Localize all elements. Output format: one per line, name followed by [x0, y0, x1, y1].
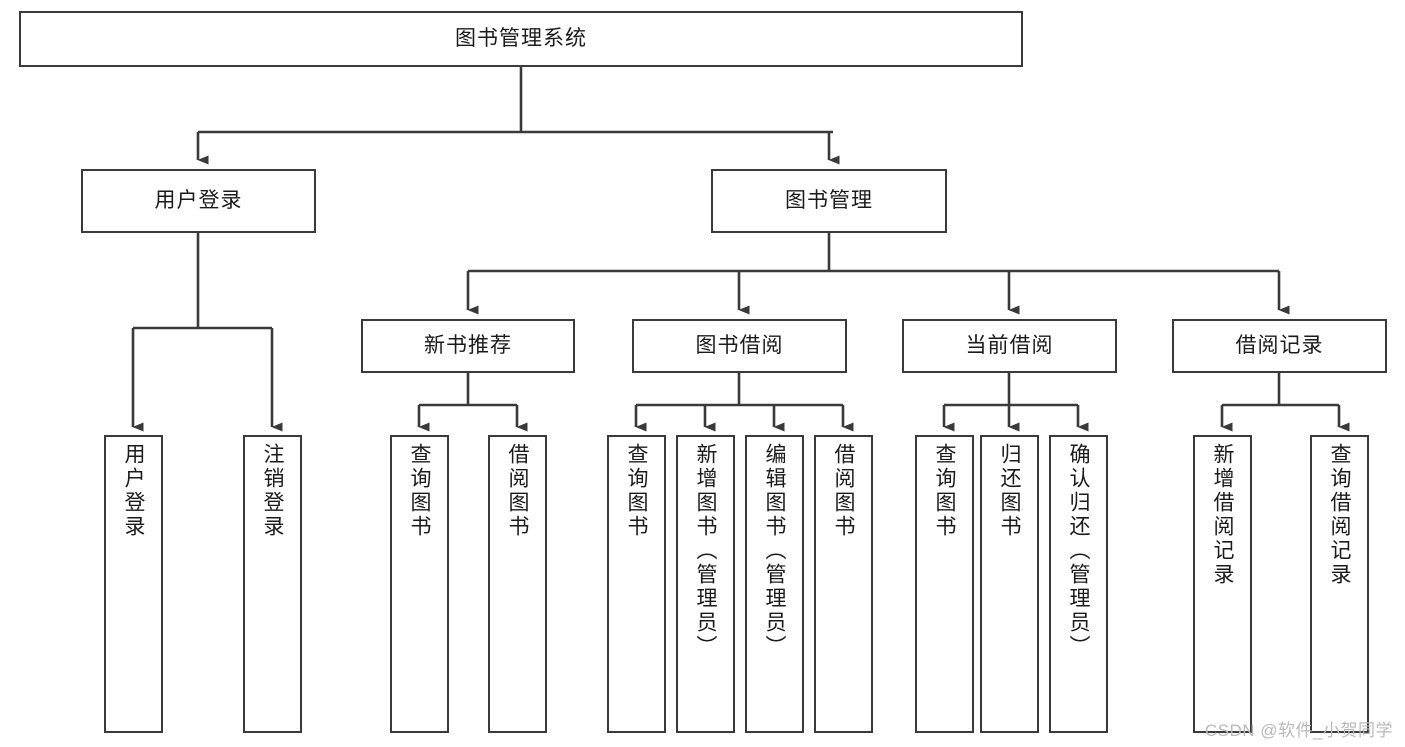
node-user-login[interactable]: 用户登录: [81, 169, 316, 233]
node-new-book-recommend[interactable]: 新书推荐: [361, 319, 575, 373]
leaf-label: 编辑图书（管理员）: [763, 443, 786, 659]
leaf-label: 注销登录: [261, 443, 284, 539]
leaf-current-borrow-query[interactable]: 查询图书: [915, 435, 974, 733]
leaf-label: 查询图书: [933, 443, 956, 539]
node-book-borrow[interactable]: 图书借阅: [632, 319, 847, 373]
leaf-user-login-signin[interactable]: 用户登录: [104, 435, 163, 733]
leaf-borrow-record-query[interactable]: 查询借阅记录: [1310, 435, 1369, 733]
leaf-user-login-signout[interactable]: 注销登录: [243, 435, 302, 733]
leaf-book-borrow-lend[interactable]: 借阅图书: [814, 435, 873, 733]
leaf-label: 查询图书: [408, 443, 431, 539]
leaf-book-borrow-add[interactable]: 新增图书（管理员）: [676, 435, 735, 733]
node-current-borrow[interactable]: 当前借阅: [902, 319, 1117, 373]
leaf-label: 查询图书: [625, 443, 648, 539]
node-label: 新书推荐: [424, 333, 512, 357]
leaf-new-book-query[interactable]: 查询图书: [390, 435, 449, 733]
leaf-label: 新增图书（管理员）: [694, 443, 717, 659]
node-label: 用户登录: [154, 188, 243, 212]
leaf-current-borrow-confirm-return[interactable]: 确认归还（管理员）: [1049, 435, 1108, 733]
node-label: 当前借阅: [965, 333, 1054, 357]
node-label: 图书管理系统: [455, 26, 587, 50]
leaf-label: 确认归还（管理员）: [1067, 443, 1090, 659]
leaf-label: 借阅图书: [506, 443, 529, 539]
node-borrow-record[interactable]: 借阅记录: [1172, 319, 1387, 373]
node-book-management[interactable]: 图书管理: [711, 169, 947, 233]
leaf-current-borrow-return[interactable]: 归还图书: [980, 435, 1039, 733]
node-label: 图书管理: [785, 188, 873, 212]
leaf-book-borrow-edit[interactable]: 编辑图书（管理员）: [745, 435, 804, 733]
leaf-book-borrow-query[interactable]: 查询图书: [607, 435, 666, 733]
leaf-label: 用户登录: [122, 443, 145, 539]
leaf-label: 借阅图书: [832, 443, 855, 539]
node-root-system[interactable]: 图书管理系统: [19, 11, 1023, 67]
leaf-new-book-borrow[interactable]: 借阅图书: [488, 435, 547, 733]
node-label: 借阅记录: [1235, 333, 1324, 357]
node-label: 图书借阅: [695, 333, 784, 357]
leaf-label: 新增借阅记录: [1211, 443, 1234, 587]
leaf-borrow-record-add[interactable]: 新增借阅记录: [1193, 435, 1252, 733]
leaf-label: 归还图书: [998, 443, 1021, 539]
watermark-text: CSDN @软件_小贺同学: [1204, 721, 1393, 740]
leaf-label: 查询借阅记录: [1328, 443, 1351, 587]
